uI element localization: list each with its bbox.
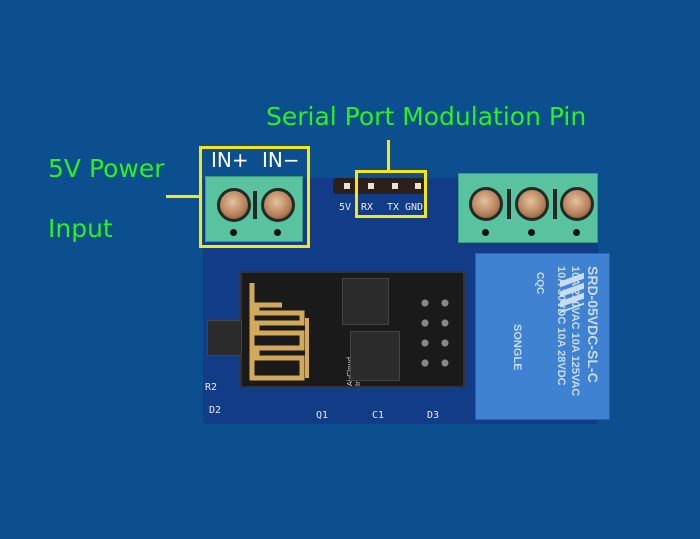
flash-chip bbox=[342, 278, 389, 325]
serial-port-label: Serial Port Modulation Pin bbox=[266, 102, 587, 131]
wire-hole bbox=[274, 229, 281, 236]
in-plus-label: IN+ bbox=[211, 148, 249, 172]
relay-brand: SONGLE bbox=[511, 324, 523, 371]
relay-model: SRD-05VDC-SL-C bbox=[585, 266, 601, 383]
relay-cert: CQC bbox=[534, 272, 545, 295]
wire-hole bbox=[230, 229, 237, 236]
silk-gnd: GND bbox=[405, 202, 424, 213]
screw-in-minus bbox=[261, 188, 295, 222]
pin-5v bbox=[344, 183, 350, 189]
silk-q1: Q1 bbox=[316, 410, 329, 421]
pcb-antenna-icon bbox=[249, 283, 309, 381]
screw-in-plus bbox=[217, 188, 251, 222]
terminal-divider bbox=[553, 189, 557, 219]
silk-r2: R2 bbox=[205, 382, 218, 393]
wire-hole bbox=[528, 229, 535, 236]
wire-hole bbox=[482, 229, 489, 236]
silk-5v: 5V bbox=[339, 202, 352, 213]
relay-terminal-block bbox=[458, 173, 598, 243]
terminal-divider bbox=[253, 191, 257, 219]
wire-hole bbox=[573, 229, 580, 236]
pin-rx bbox=[368, 183, 374, 189]
silk-d3: D3 bbox=[427, 410, 440, 421]
pin-gnd bbox=[415, 183, 421, 189]
power-highlight-box bbox=[199, 146, 310, 248]
silk-rx: RX bbox=[361, 202, 374, 213]
esp8266-chip bbox=[350, 331, 400, 381]
screw-nc bbox=[560, 187, 594, 221]
power-input-label: 5V Power bbox=[48, 154, 165, 183]
voltage-regulator bbox=[207, 320, 242, 356]
terminal-divider bbox=[507, 189, 511, 219]
silk-tx: TX bbox=[387, 202, 400, 213]
module-pin-holes bbox=[415, 293, 455, 373]
esp01-module: Ai-Cloud Inside bbox=[240, 271, 465, 388]
silk-c1: C1 bbox=[372, 410, 385, 421]
relay: SRD-05VDC-SL-C 10A 250VAC 10A 125VAC 10A… bbox=[475, 253, 610, 420]
silk-d2: D2 bbox=[209, 405, 222, 416]
screw-com bbox=[515, 187, 549, 221]
power-terminal-block bbox=[205, 176, 303, 242]
in-minus-label: IN− bbox=[262, 148, 300, 172]
pin-tx bbox=[392, 183, 398, 189]
serial-highlight-box bbox=[355, 170, 427, 218]
power-pointer-line bbox=[166, 195, 200, 198]
screw-no bbox=[469, 187, 503, 221]
power-input-label-line2: Input bbox=[48, 214, 113, 243]
serial-pointer-line bbox=[387, 140, 390, 171]
